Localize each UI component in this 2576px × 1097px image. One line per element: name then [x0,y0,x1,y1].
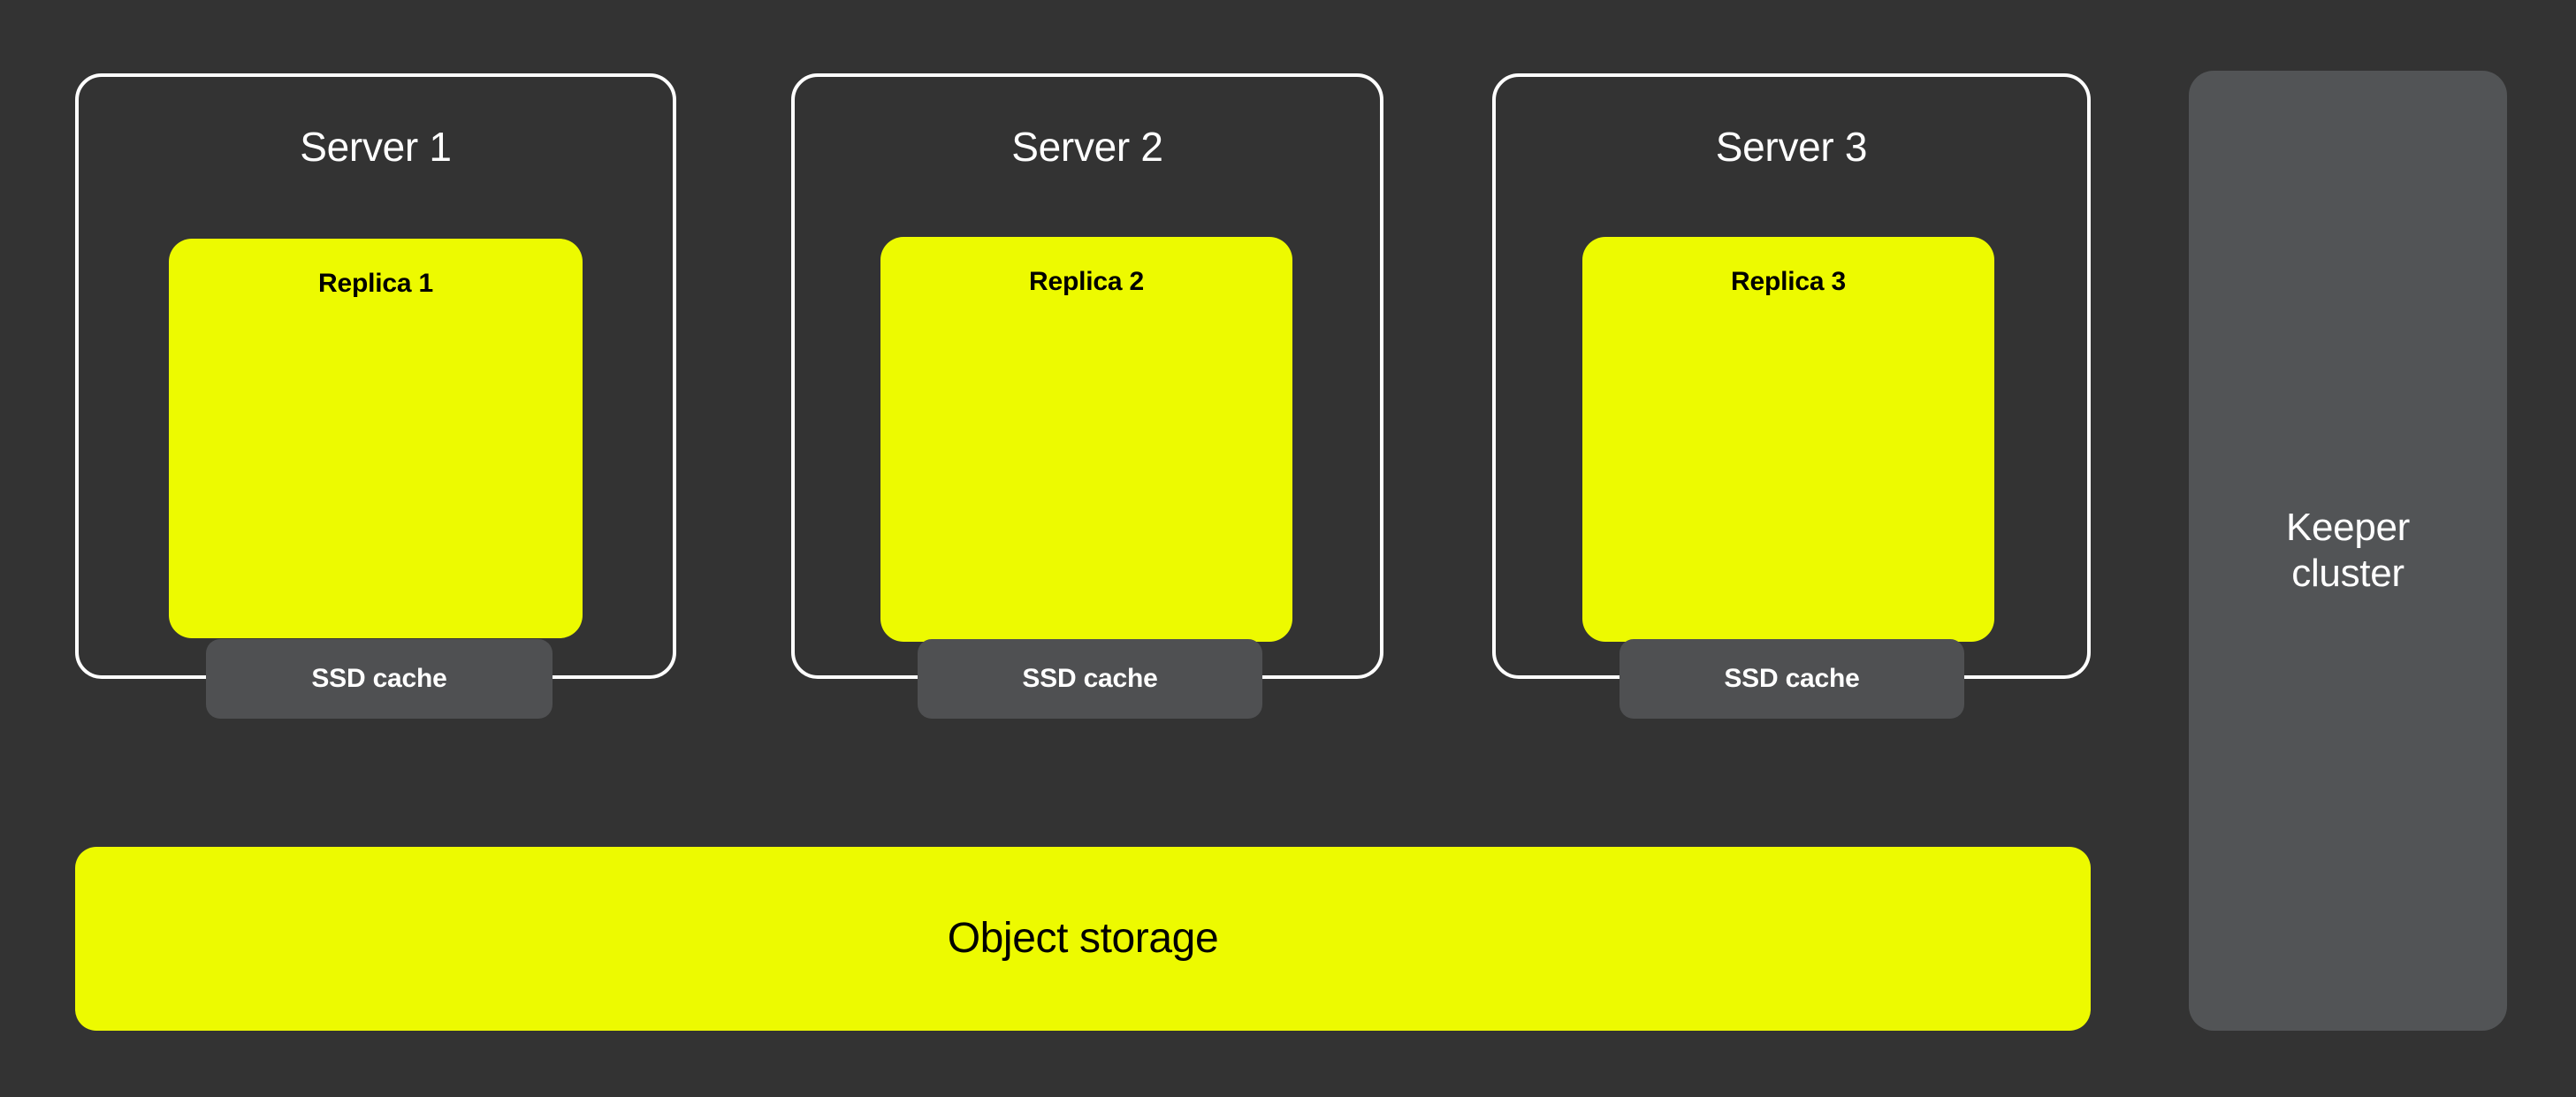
object-storage-bar[interactable]: Object storage [75,847,2091,1031]
ssd-cache-label-3: SSD cache [1724,664,1860,693]
ssd-cache-3[interactable]: SSD cache [1620,639,1964,719]
keeper-cluster-label-line2: cluster [2291,552,2405,595]
server-title-1: Server 1 [300,124,452,170]
replica-label-3: Replica 3 [1731,267,1846,296]
replica-label-1: Replica 1 [318,269,433,298]
replica-block-1[interactable]: Replica 1 [169,239,583,638]
ssd-cache-2[interactable]: SSD cache [918,639,1262,719]
replica-block-3[interactable]: Replica 3 [1582,237,1994,642]
keeper-cluster-label: Keeper cluster [2286,505,2410,597]
server-title-3: Server 3 [1715,124,1868,170]
keeper-cluster-label-line1: Keeper [2285,506,2411,550]
keeper-cluster-panel[interactable]: Keeper cluster [2189,71,2507,1031]
ssd-cache-label-1: SSD cache [311,664,447,693]
replica-label-2: Replica 2 [1029,267,1144,296]
ssd-cache-label-2: SSD cache [1022,664,1158,693]
ssd-cache-1[interactable]: SSD cache [206,639,553,719]
replica-block-2[interactable]: Replica 2 [880,237,1292,642]
server-title-2: Server 2 [1011,124,1163,170]
object-storage-label: Object storage [947,915,1219,962]
